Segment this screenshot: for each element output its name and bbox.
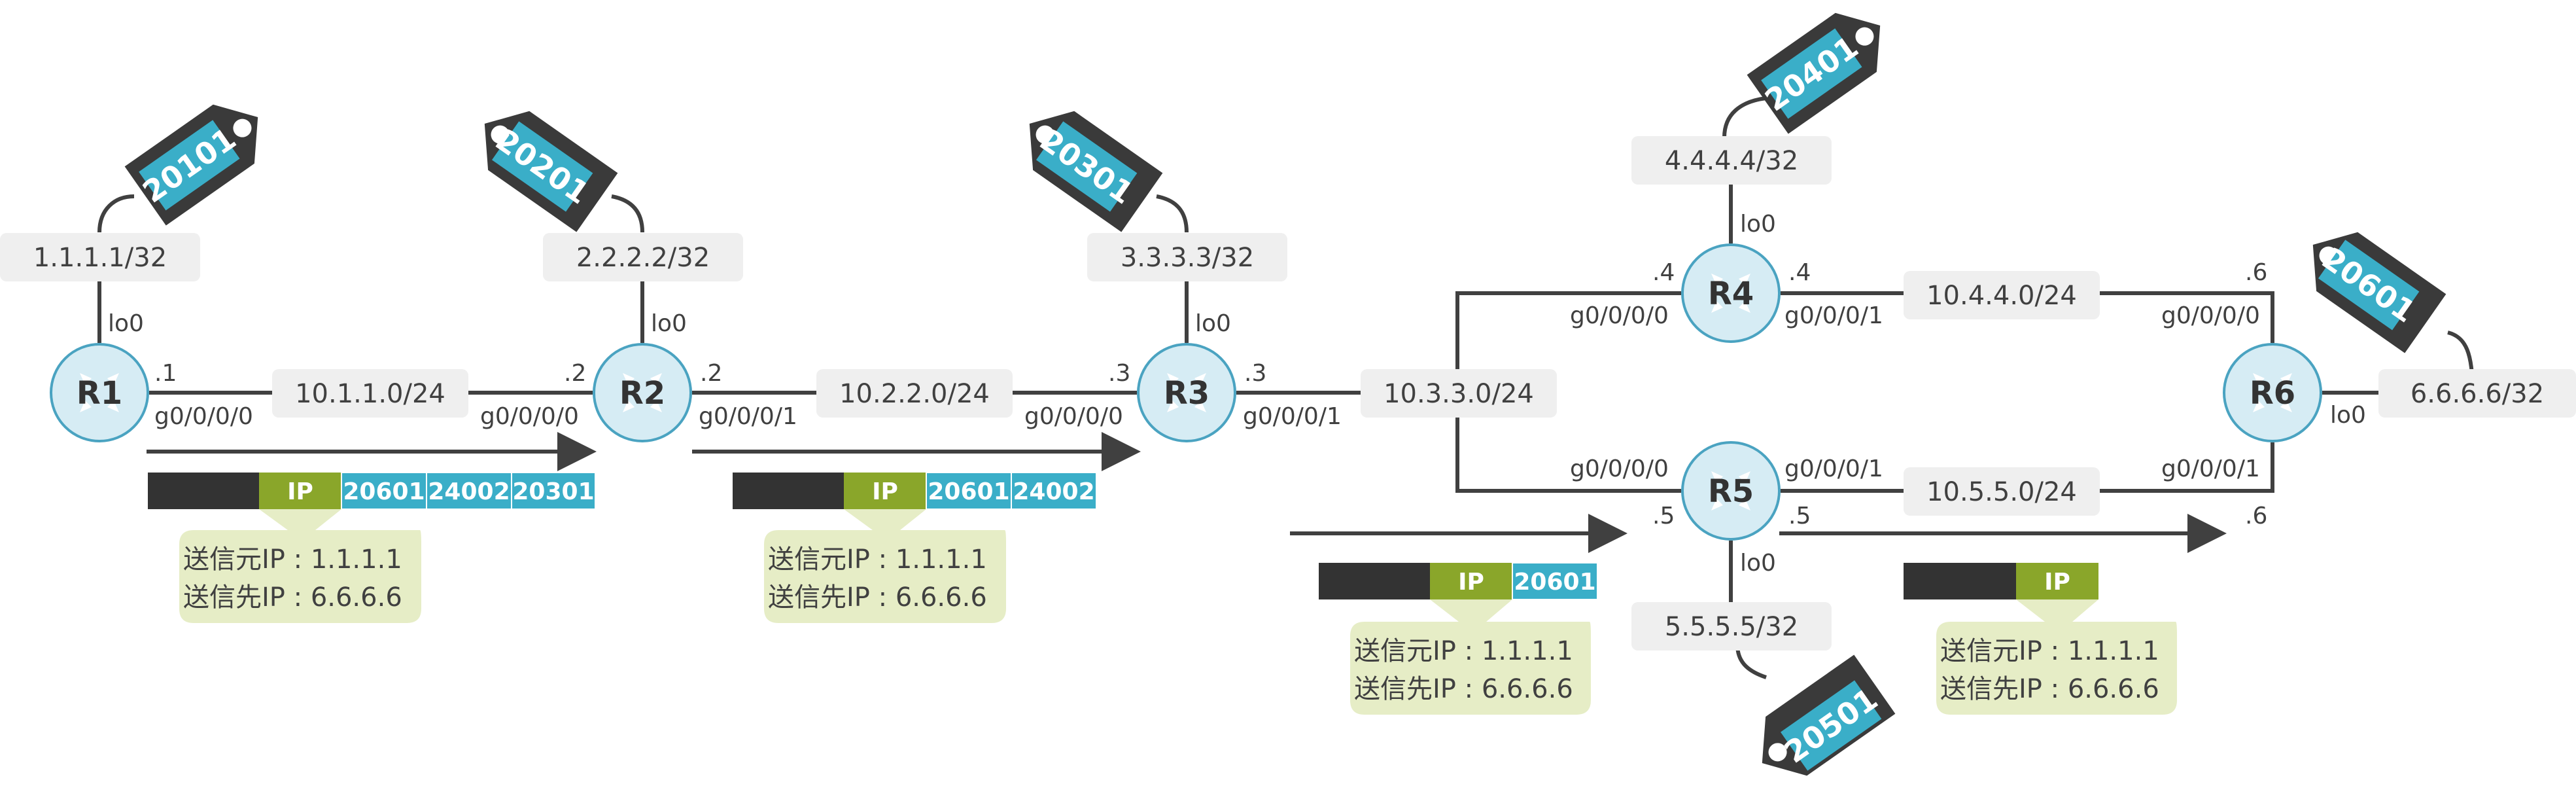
label-tag-r4: 20401 (1747, 12, 1881, 134)
host-r1-n12: .1 (154, 360, 177, 387)
if-r1-right: g0/0/0/0 (154, 403, 253, 430)
if-r6-top: g0/0/0/0 (2161, 302, 2260, 329)
packet-1-ip: IP (287, 478, 313, 505)
callout-1: 送信元IP : 1.1.1.1 送信先IP : 6.6.6.6 (179, 509, 421, 623)
callout-3: 送信元IP : 1.1.1.1 送信先IP : 6.6.6.6 (1350, 599, 1591, 715)
lo0-label-r3: lo0 (1195, 310, 1231, 337)
svg-text:5.5.5.5/32: 5.5.5.5/32 (1665, 612, 1798, 642)
svg-text:4.4.4.4/32: 4.4.4.4/32 (1665, 146, 1798, 176)
packet-3-ip: IP (1458, 569, 1484, 596)
packet-1: IP 20601 24002 20301 (148, 472, 596, 510)
router-r6[interactable]: R6 (2223, 343, 2322, 442)
router-r5[interactable]: R5 (1681, 441, 1781, 541)
packet-3: IP 20601 (1319, 562, 1598, 600)
svg-text:2.2.2.2/32: 2.2.2.2/32 (576, 243, 710, 273)
if-r4-left: g0/0/0/0 (1570, 302, 1669, 329)
callout-2: 送信元IP : 1.1.1.1 送信先IP : 6.6.6.6 (764, 509, 1006, 623)
if-r3-right: g0/0/0/1 (1243, 403, 1342, 430)
if-r5-left: g0/0/0/0 (1570, 456, 1669, 482)
callout-1-dst: 送信先IP : 6.6.6.6 (183, 582, 402, 613)
label-tag-r1: 20101 (124, 104, 258, 226)
if-r2-right: g0/0/0/1 (699, 403, 797, 430)
net-n23: 10.2.2.0/24 (816, 369, 1013, 418)
net-n46: 10.4.4.0/24 (1904, 271, 2100, 319)
packet-1-label-2: 20301 (512, 478, 594, 505)
host-r2-n12: .2 (564, 360, 586, 387)
loopback-r3: 3.3.3.3/32 (1087, 233, 1287, 281)
callout-4: 送信元IP : 1.1.1.1 送信先IP : 6.6.6.6 (1936, 599, 2177, 715)
svg-text:6.6.6.6/32: 6.6.6.6/32 (2411, 379, 2544, 409)
packet-3-label-0: 20601 (1514, 569, 1595, 596)
flow-arrows (147, 432, 2227, 553)
net-n3-label: 10.3.3.0/24 (1384, 379, 1534, 409)
if-r6-bottom: g0/0/0/1 (2161, 456, 2260, 482)
loopback-r5: 5.5.5.5/32 (1631, 602, 1832, 651)
router-r3-name: R3 (1164, 375, 1210, 412)
router-r1-name: R1 (77, 375, 122, 412)
tag-string-r3 (1156, 194, 1189, 233)
link-n3-r4 (1455, 291, 1681, 393)
packet-1-label-1: 24002 (428, 478, 510, 505)
packet-2: IP 20601 24002 (733, 472, 1097, 510)
net-n56-label: 10.5.5.0/24 (1926, 477, 2077, 507)
host-r3-n3: .3 (1244, 360, 1266, 387)
router-r4[interactable]: R4 (1681, 243, 1781, 343)
host-r4-n3: .4 (1652, 259, 1675, 286)
router-r5-name: R5 (1708, 473, 1754, 510)
host-r5-n3: .5 (1652, 503, 1675, 529)
host-r6-n46: .6 (2245, 259, 2267, 286)
lo0-label-r1: lo0 (108, 310, 144, 337)
if-r2-left: g0/0/0/0 (480, 403, 579, 430)
net-n56: 10.5.5.0/24 (1904, 467, 2100, 516)
svg-text:3.3.3.3/32: 3.3.3.3/32 (1121, 243, 1254, 273)
loopback-r6: 6.6.6.6/32 (2378, 369, 2576, 418)
net-n46-label: 10.4.4.0/24 (1926, 281, 2077, 311)
packet-2-label-1: 24002 (1013, 478, 1094, 505)
loopback-r2: 2.2.2.2/32 (543, 233, 743, 281)
lo0-label-r6: lo0 (2330, 402, 2366, 429)
callout-4-dst: 送信先IP : 6.6.6.6 (1940, 674, 2159, 704)
packet-1-label-0: 20601 (343, 478, 425, 505)
net-n12: 10.1.1.0/24 (272, 369, 468, 418)
packet-2-label-0: 20601 (928, 478, 1009, 505)
packet-4-ip: IP (2044, 569, 2070, 596)
loopback-r4: 4.4.4.4/32 (1631, 136, 1832, 185)
if-r5-right: g0/0/0/1 (1784, 456, 1883, 482)
lo0-label-r2: lo0 (651, 310, 687, 337)
net-n3: 10.3.3.0/24 (1361, 369, 1557, 418)
router-r2-name: R2 (619, 375, 665, 412)
callout-3-dst: 送信先IP : 6.6.6.6 (1354, 674, 1573, 704)
host-r4-n46: .4 (1788, 259, 1811, 286)
tag-string-r1 (97, 194, 135, 233)
callout-3-src: 送信元IP : 1.1.1.1 (1354, 636, 1573, 666)
host-r6-n56: .6 (2245, 503, 2267, 529)
svg-text:1.1.1.1/32: 1.1.1.1/32 (33, 243, 167, 273)
tag-string-r2 (611, 194, 644, 233)
loopback-r1: 1.1.1.1/32 (0, 233, 200, 281)
router-r1[interactable]: R1 (50, 343, 149, 442)
packet-4: IP (1904, 563, 2098, 599)
callout-1-src: 送信元IP : 1.1.1.1 (183, 545, 402, 575)
callout-2-dst: 送信先IP : 6.6.6.6 (768, 582, 987, 613)
router-r4-name: R4 (1708, 276, 1754, 312)
tag-string-r4 (1722, 96, 1767, 138)
net-n12-label: 10.1.1.0/24 (295, 379, 445, 409)
packet-2-ip: IP (872, 478, 898, 505)
host-r2-n23: .2 (700, 360, 722, 387)
if-r4-right: g0/0/0/1 (1784, 302, 1883, 329)
lo0-label-r5: lo0 (1740, 550, 1776, 577)
net-n23-label: 10.2.2.0/24 (839, 379, 990, 409)
host-r3-n23: .3 (1108, 360, 1130, 387)
lo0-label-r4: lo0 (1740, 211, 1776, 238)
link-n3-r5 (1455, 393, 1681, 493)
callout-4-src: 送信元IP : 1.1.1.1 (1940, 636, 2159, 666)
callout-2-src: 送信元IP : 1.1.1.1 (768, 545, 987, 575)
router-r2[interactable]: R2 (593, 343, 692, 442)
router-r6-name: R6 (2250, 375, 2295, 412)
host-r5-n56: .5 (1788, 503, 1811, 529)
router-r3[interactable]: R3 (1137, 343, 1236, 442)
if-r3-left: g0/0/0/0 (1024, 403, 1123, 430)
